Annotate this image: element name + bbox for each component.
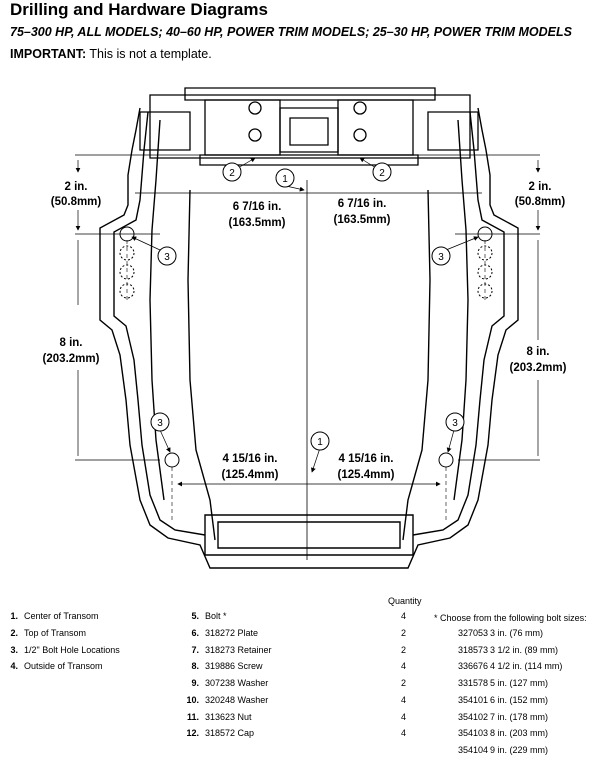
dim-mid-right: 8 in. bbox=[526, 346, 549, 358]
callout-1-bottom-label: 1 bbox=[317, 437, 323, 448]
quantity-value: 4 bbox=[401, 728, 407, 738]
dim-upper-center-right-mm: (163.5mm) bbox=[334, 214, 391, 226]
important-text: This is not a template. bbox=[89, 47, 212, 61]
legend-item: 12.318572 Cap bbox=[186, 728, 255, 738]
important-note: IMPORTANT: This is not a template. bbox=[10, 47, 212, 61]
quantity-value: 4 bbox=[401, 661, 407, 671]
trim-mechanism bbox=[139, 87, 479, 166]
quantity-value: 2 bbox=[401, 645, 407, 655]
page-title: Drilling and Hardware Diagrams bbox=[10, 0, 268, 19]
legend-item: 9.307238 Washer bbox=[191, 678, 269, 688]
dim-upper-center-left: 6 7/16 in. bbox=[233, 201, 282, 213]
dim-lower-center-left: 4 15/16 in. bbox=[223, 453, 278, 465]
callouts bbox=[150, 162, 465, 451]
callout-1-top-label: 1 bbox=[282, 174, 288, 185]
bracket-outline bbox=[99, 107, 519, 569]
bolt-sizes-header: * Choose from the following bolt sizes: bbox=[434, 613, 587, 623]
dim-lower-center-left-mm: (125.4mm) bbox=[222, 469, 279, 481]
dim-mid-left: 8 in. bbox=[59, 337, 82, 349]
important-label: IMPORTANT: bbox=[10, 47, 87, 61]
dim-lower-center-right-mm: (125.4mm) bbox=[338, 469, 395, 481]
quantity-value: 2 bbox=[401, 678, 407, 688]
transom-drilling-diagram: 1 1 2 2 3 3 3 3 2 in. (50.8mm) 2 in. (50… bbox=[43, 87, 567, 569]
legend-item: 2.Top of Transom bbox=[10, 628, 87, 638]
callout-3-lower-left bbox=[150, 412, 170, 432]
legend-item: 6.318272 Plate bbox=[191, 628, 259, 638]
dim-upper-center-left-mm: (163.5mm) bbox=[229, 217, 286, 229]
legend-item: 8.319886 Screw bbox=[191, 661, 263, 671]
dim-upper-center-right: 6 7/16 in. bbox=[338, 198, 387, 210]
legend-item: 11.313623 Nut bbox=[186, 712, 252, 722]
legend-item: 1.Center of Transom bbox=[10, 611, 99, 621]
dim-top-left-mm: (50.8mm) bbox=[51, 196, 102, 208]
callout-3-ur-label: 3 bbox=[438, 252, 444, 263]
dim-top-right: 2 in. bbox=[528, 181, 551, 193]
callout-3-upper-right bbox=[431, 246, 451, 266]
legend-item: 5.Bolt * bbox=[191, 611, 227, 621]
dim-top-right-mm: (50.8mm) bbox=[515, 196, 566, 208]
callout-2-right-label: 2 bbox=[379, 168, 385, 179]
legend-item: 10.320248 Washer bbox=[186, 695, 269, 705]
dim-mid-right-mm: (203.2mm) bbox=[510, 362, 567, 374]
callout-3-ul-label: 3 bbox=[164, 252, 170, 263]
callout-3-lower-right bbox=[445, 412, 465, 432]
callout-3-lr-label: 3 bbox=[452, 418, 458, 429]
dim-mid-left-mm: (203.2mm) bbox=[43, 353, 100, 365]
callout-1-bottom bbox=[310, 431, 330, 451]
quantity-value: 4 bbox=[401, 611, 407, 621]
callout-2-left-label: 2 bbox=[229, 168, 235, 179]
parts-legend: Quantity 1.Center of Transom 2.Top of Tr… bbox=[0, 592, 614, 768]
callout-1-top bbox=[275, 168, 295, 188]
dimension-lines bbox=[75, 154, 541, 487]
callout-3-ll-label: 3 bbox=[157, 418, 163, 429]
legend-item: 7.318273 Retainer bbox=[191, 645, 272, 655]
callout-2-right bbox=[372, 162, 392, 182]
quantity-header: Quantity bbox=[388, 596, 422, 606]
callout-2-left bbox=[222, 162, 242, 182]
page-subtitle: 75–300 HP, ALL MODELS; 40–60 HP, POWER T… bbox=[10, 25, 572, 39]
quantity-value: 4 bbox=[401, 695, 407, 705]
dim-top-left: 2 in. bbox=[64, 181, 87, 193]
quantity-value: 2 bbox=[401, 628, 407, 638]
dim-lower-center-right: 4 15/16 in. bbox=[339, 453, 394, 465]
callout-3-upper-left bbox=[157, 246, 177, 266]
legend-item: 3.1/2" Bolt Hole Locations bbox=[10, 645, 120, 655]
legend-item: 4.Outside of Transom bbox=[10, 661, 103, 671]
quantity-value: 4 bbox=[401, 712, 407, 722]
